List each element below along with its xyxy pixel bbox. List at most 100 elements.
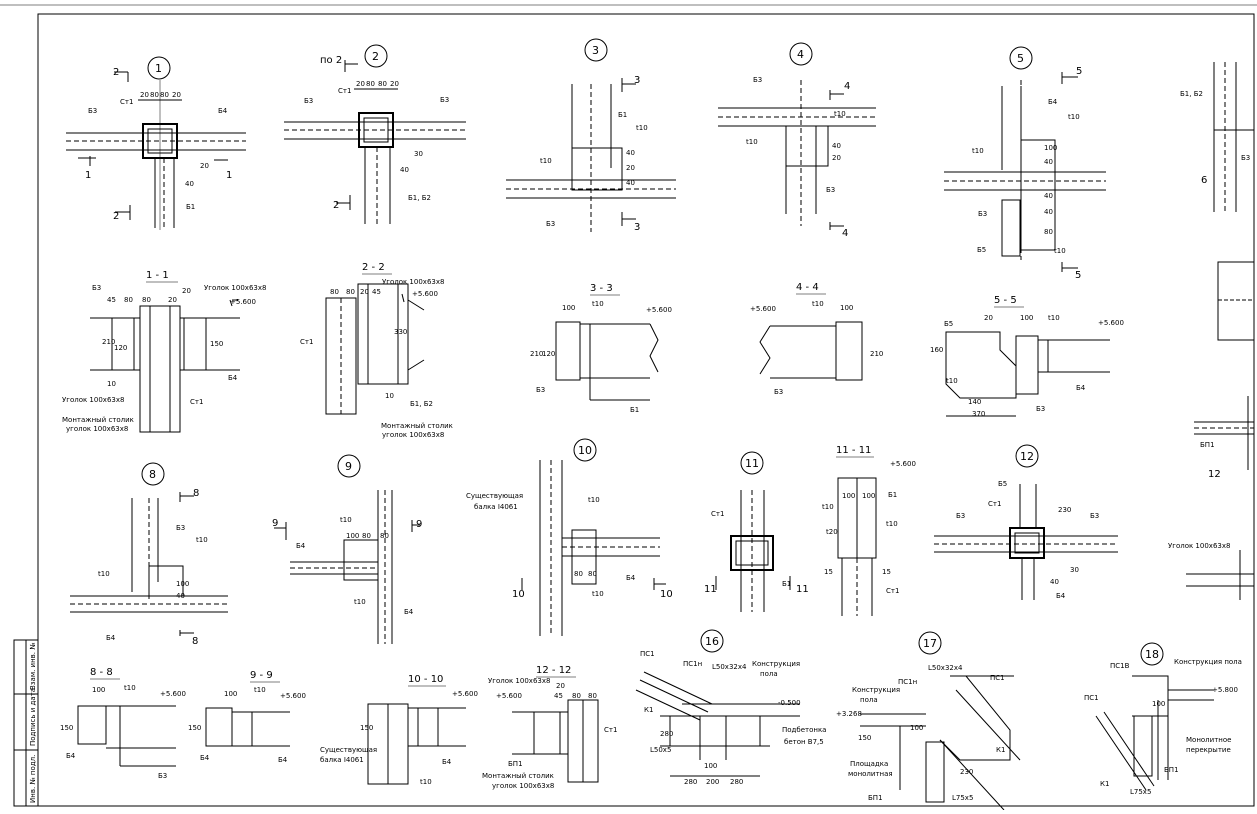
svg-text:ПС1: ПС1 (990, 674, 1005, 682)
node-number: 4 (797, 48, 804, 61)
svg-text:45: 45 (372, 288, 381, 296)
node-16: 16 ПС1 ПС1н L50х32х4 Конструкция пола К1… (635, 629, 826, 786)
svg-text:40: 40 (176, 592, 185, 600)
svg-text:Б4: Б4 (296, 542, 306, 550)
beam-label-b12: Б1, Б2 (1180, 90, 1203, 98)
svg-text:Ст1: Ст1 (300, 338, 313, 346)
side-stamp: Взам. инв. № Подпись и дата Инв. № подл. (13, 639, 39, 807)
svg-text:20: 20 (832, 154, 841, 162)
node-number: 5 (1017, 52, 1024, 65)
svg-text:230: 230 (960, 768, 973, 776)
section-12-12: 12 - 12 +5.600 Уголок 100х63х8 Ст1 БП1 М… (482, 665, 617, 790)
svg-text:БП1: БП1 (868, 794, 883, 802)
svg-text:Б3: Б3 (774, 388, 783, 396)
svg-text:20: 20 (172, 91, 181, 99)
svg-text:140: 140 (968, 398, 981, 406)
beam-label-b3: Б3 (826, 186, 835, 194)
svg-text:перекрытие: перекрытие (1186, 746, 1231, 754)
svg-text:280: 280 (684, 778, 697, 786)
svg-text:2: 2 (333, 200, 339, 211)
node-8: 8 8 Б3 Б4 t10 t10 100 40 8 (70, 462, 228, 647)
svg-text:ПС1н: ПС1н (683, 660, 702, 668)
cut-label: 4 (844, 81, 850, 92)
level-mark: +5.600 (1098, 319, 1124, 327)
svg-text:20: 20 (200, 162, 209, 170)
svg-text:20: 20 (182, 287, 191, 295)
svg-text:t10: t10 (636, 124, 648, 132)
svg-text:20: 20 (140, 91, 149, 99)
svg-text:120: 120 (114, 344, 127, 352)
svg-text:8: 8 (193, 488, 199, 499)
svg-text:100: 100 (346, 532, 359, 540)
svg-text:t10: t10 (746, 138, 758, 146)
node-number: 3 (592, 44, 599, 57)
svg-text:Уголок 100х63х8: Уголок 100х63х8 (488, 677, 550, 685)
section-title: 11 - 11 (836, 445, 871, 456)
svg-text:t10: t10 (420, 778, 432, 786)
sheet-frame (37, 13, 1255, 807)
svg-text:t10: t10 (340, 516, 352, 524)
svg-text:12: 12 (1208, 469, 1221, 480)
node-5: 5 5 Б4 Б3 Б5 t10 t10 t10 100 40 40 40 80… (944, 46, 1106, 281)
svg-text:t10: t10 (254, 686, 266, 694)
svg-text:150: 150 (360, 724, 373, 732)
svg-text:40: 40 (832, 142, 841, 150)
svg-text:100: 100 (1044, 144, 1057, 152)
svg-text:40: 40 (400, 166, 409, 174)
svg-text:t10: t10 (592, 590, 604, 598)
section-3-3: 3 - 3 +5.600 t10 100 210 120 Б3 Б1 (530, 283, 672, 414)
svg-text:Б3: Б3 (92, 284, 101, 292)
section-4-4: 4 - 4 +5.600 t10 100 210 Б3 (750, 282, 883, 396)
beam-label-b3: Б3 (1241, 154, 1250, 162)
svg-text:t10: t10 (354, 598, 366, 606)
svg-text:пола: пола (860, 696, 878, 704)
svg-text:80: 80 (346, 288, 355, 296)
svg-text:370: 370 (972, 410, 985, 418)
svg-text:11: 11 (796, 584, 809, 595)
cut-label: по 2 (320, 55, 342, 66)
svg-text:80: 80 (150, 91, 159, 99)
node-number: 18 (1145, 648, 1159, 661)
svg-text:ПС1: ПС1 (640, 650, 655, 658)
svg-text:Подбетонка: Подбетонка (782, 726, 826, 734)
svg-text:20: 20 (626, 164, 635, 172)
svg-text:Ст1: Ст1 (886, 587, 899, 595)
section-title: 5 - 5 (994, 295, 1017, 306)
beam-label-b3: Б3 (88, 107, 97, 115)
svg-text:Б1: Б1 (782, 580, 791, 588)
level-mark: +5.600 (452, 690, 478, 698)
svg-text:200: 200 (706, 778, 719, 786)
svg-text:уголок 100х63х8: уголок 100х63х8 (382, 431, 444, 439)
svg-text:120: 120 (542, 350, 555, 358)
svg-text:ПС1: ПС1 (1084, 694, 1099, 702)
svg-text:6: 6 (1201, 175, 1207, 186)
svg-text:100: 100 (1152, 700, 1165, 708)
svg-text:10: 10 (107, 380, 116, 388)
svg-text:2: 2 (113, 211, 119, 222)
level-mark: +5.600 (160, 690, 186, 698)
svg-text:К1: К1 (996, 746, 1005, 754)
svg-text:t10: t10 (196, 536, 208, 544)
svg-text:80: 80 (330, 288, 339, 296)
svg-text:Существующая: Существующая (320, 746, 377, 754)
svg-text:150: 150 (858, 734, 871, 742)
svg-text:L50х32х4: L50х32х4 (928, 664, 963, 672)
svg-text:20: 20 (356, 80, 365, 88)
svg-text:100: 100 (704, 762, 717, 770)
section-title: 4 - 4 (796, 282, 819, 293)
svg-text:9: 9 (416, 519, 422, 530)
svg-text:Ст1: Ст1 (711, 510, 724, 518)
column-label: Ст1 (338, 87, 351, 95)
svg-text:Б4: Б4 (626, 574, 636, 582)
level-mark: +5.600 (646, 306, 672, 314)
level-mark: +5.800 (1212, 686, 1238, 694)
svg-text:80: 80 (366, 80, 375, 88)
svg-text:Б4: Б4 (1076, 384, 1086, 392)
beam-label-b3: Б3 (304, 97, 313, 105)
svg-text:15: 15 (824, 568, 833, 576)
svg-text:30: 30 (414, 150, 423, 158)
svg-text:L50х32х4: L50х32х4 (712, 663, 747, 671)
svg-text:45: 45 (554, 692, 563, 700)
svg-text:Б3: Б3 (176, 524, 185, 532)
level-mark: +5.600 (230, 298, 256, 306)
